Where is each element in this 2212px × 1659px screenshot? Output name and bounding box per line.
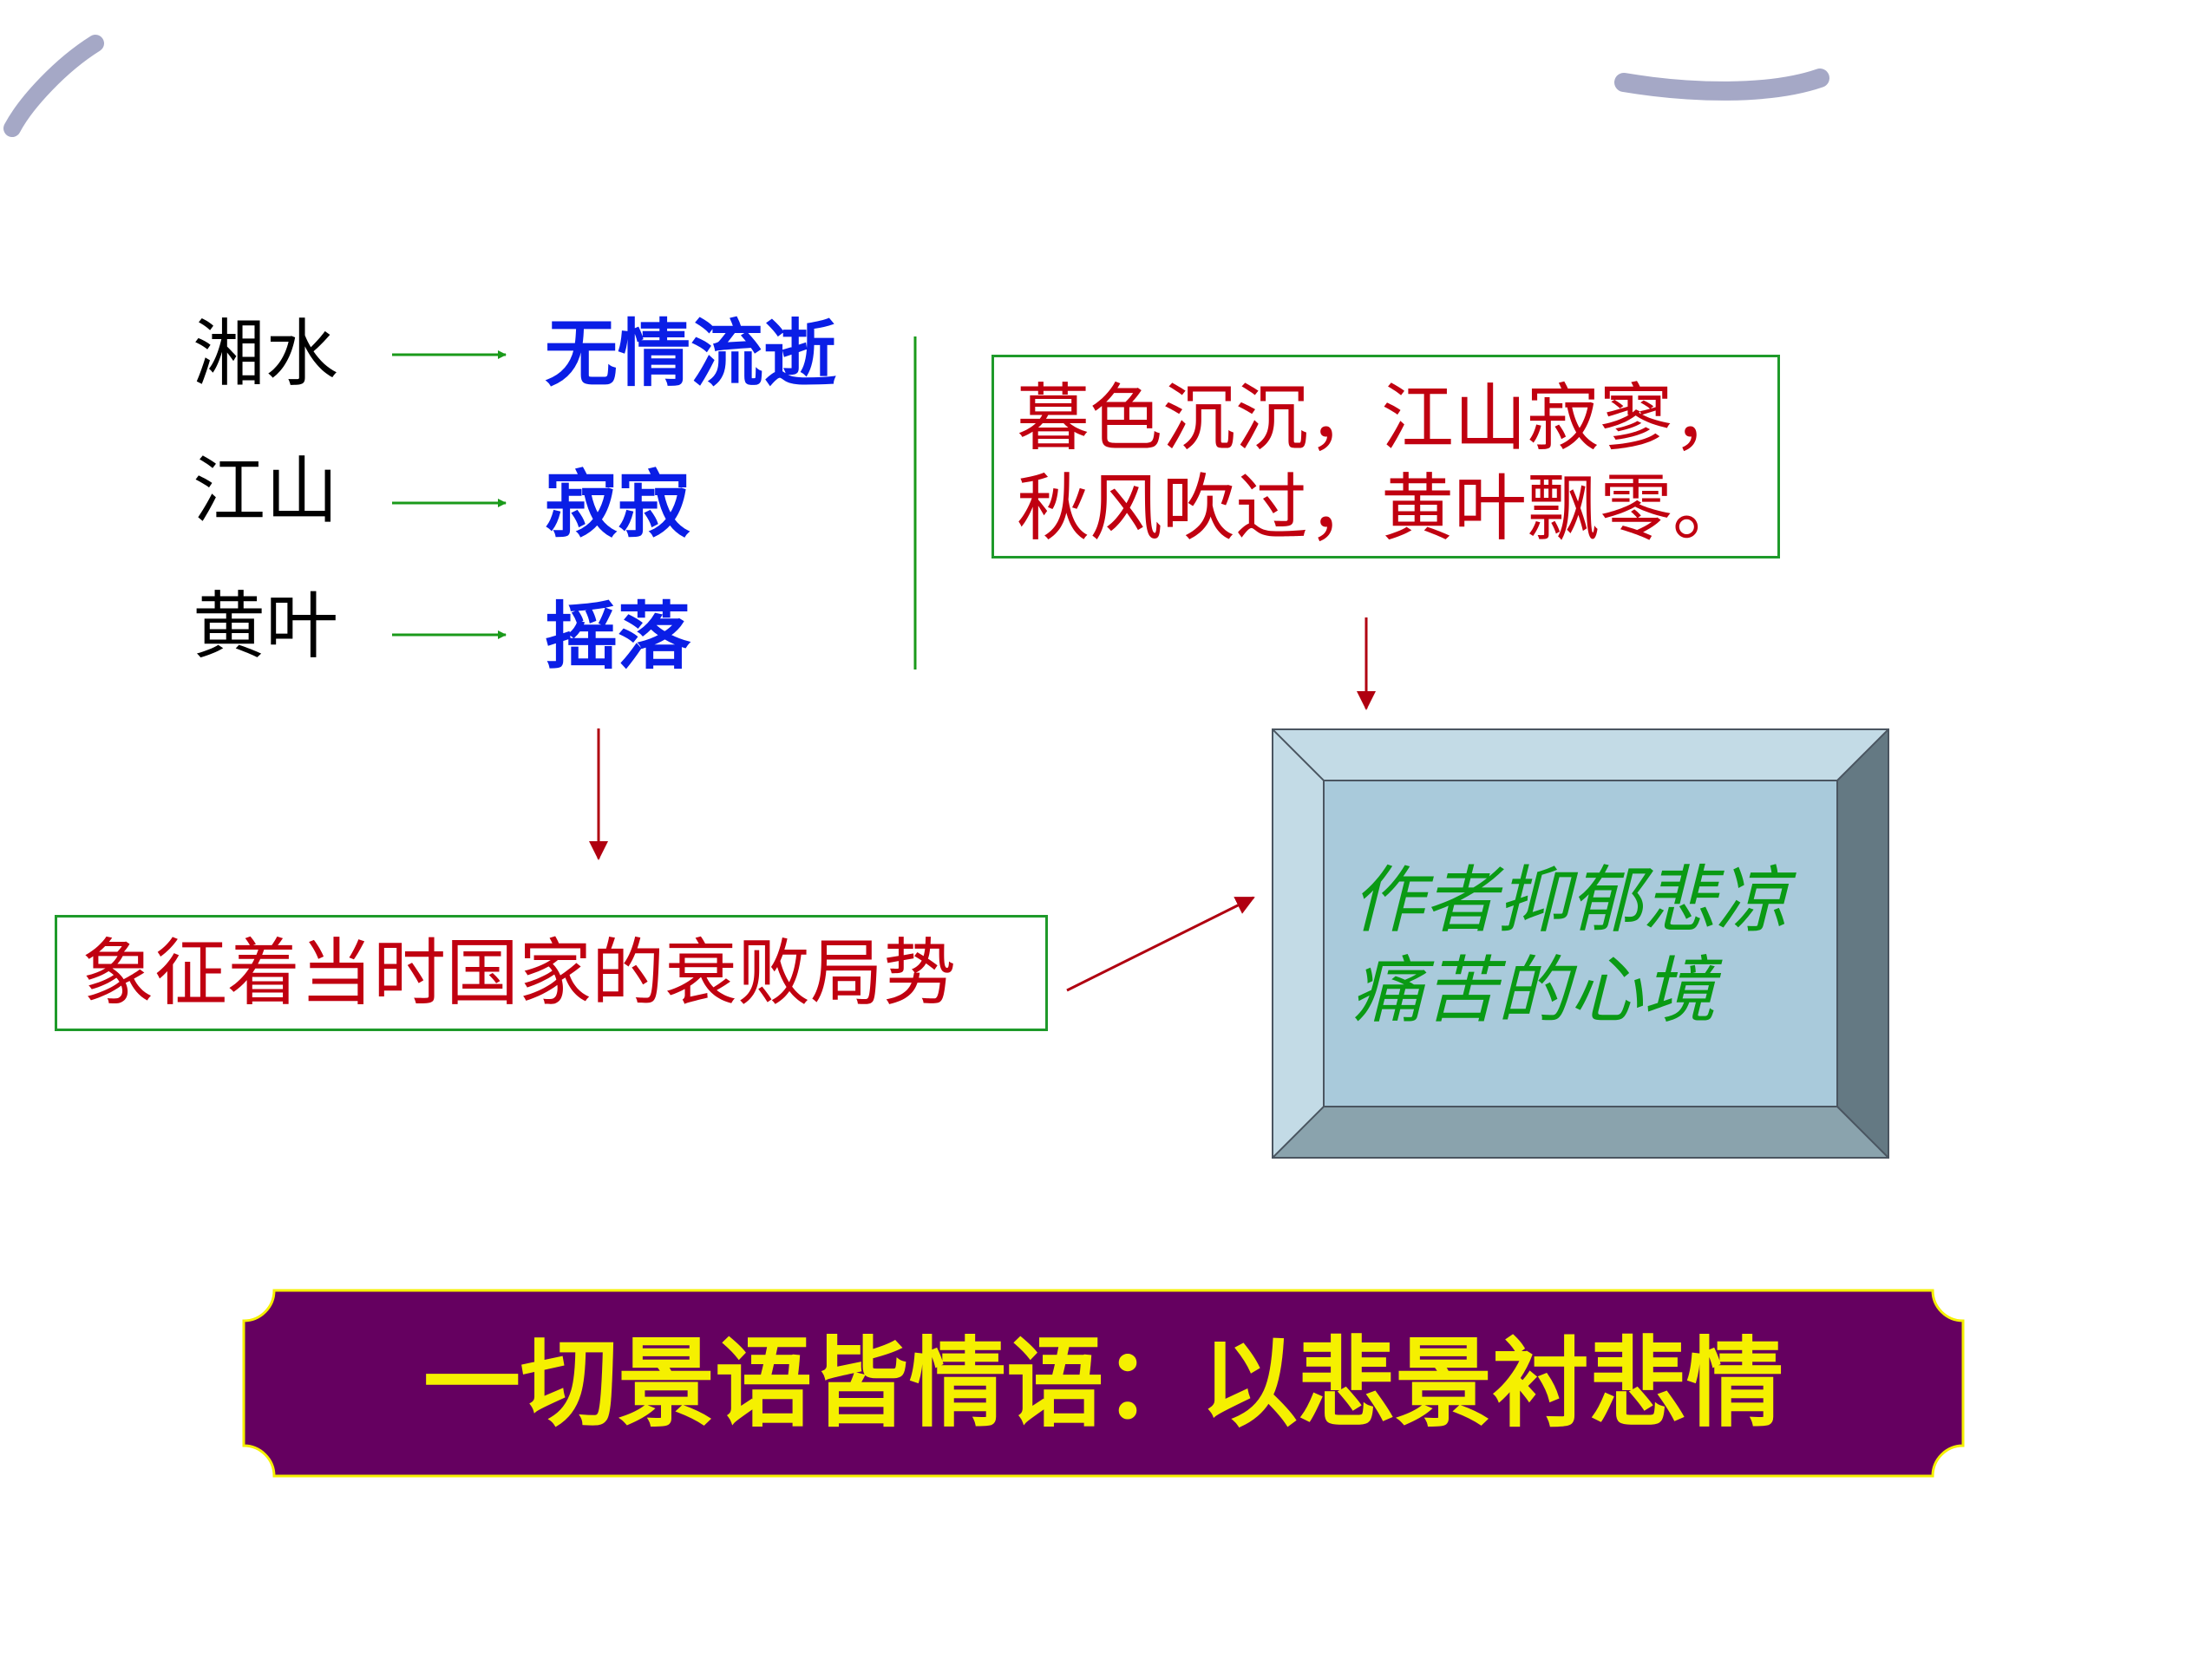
meaning-word-3: 摇落 (545, 594, 691, 679)
image-word-1: 湘水 (193, 311, 339, 396)
symbol-text: 象征着当时国家的衰败局势 (82, 931, 957, 1016)
image-word-2: 江山 (193, 448, 339, 533)
scene-line-1: 暮色沉沉，江山寂寥， (1017, 376, 1746, 460)
conclusion-banner: 一切景语皆情语：以悲景衬悲情 (241, 1288, 1966, 1479)
scene-box: 暮色沉沉，江山寂寥， 秋风吹过，黄叶飘零。 (991, 355, 1780, 558)
decor-stroke-left (3, 35, 104, 137)
meaning-word-1: 无情流逝 (545, 311, 837, 396)
symbol-box: 象征着当时国家的衰败局势 (55, 915, 1048, 1031)
banner-text: 一切景语皆情语：以悲景衬悲情 (423, 1328, 1783, 1440)
diagonal-arrow-icon (1066, 896, 1255, 992)
scene-line-2: 秋风吹过，黄叶飘零。 (1017, 466, 1746, 551)
banner-shape (242, 1289, 1965, 1478)
meaning-word-2: 寂寂 (545, 462, 691, 547)
decor-stroke-right (1614, 69, 1829, 101)
bevel-frame (1272, 728, 1889, 1159)
emotion-line-2: 痛苦的心境 (1351, 948, 1717, 1033)
emotion-line-1: 作者抑郁悲凉 (1351, 858, 1790, 943)
image-word-3: 黄叶 (193, 584, 339, 669)
emotion-box: 作者抑郁悲凉 痛苦的心境 (1272, 728, 1889, 1159)
